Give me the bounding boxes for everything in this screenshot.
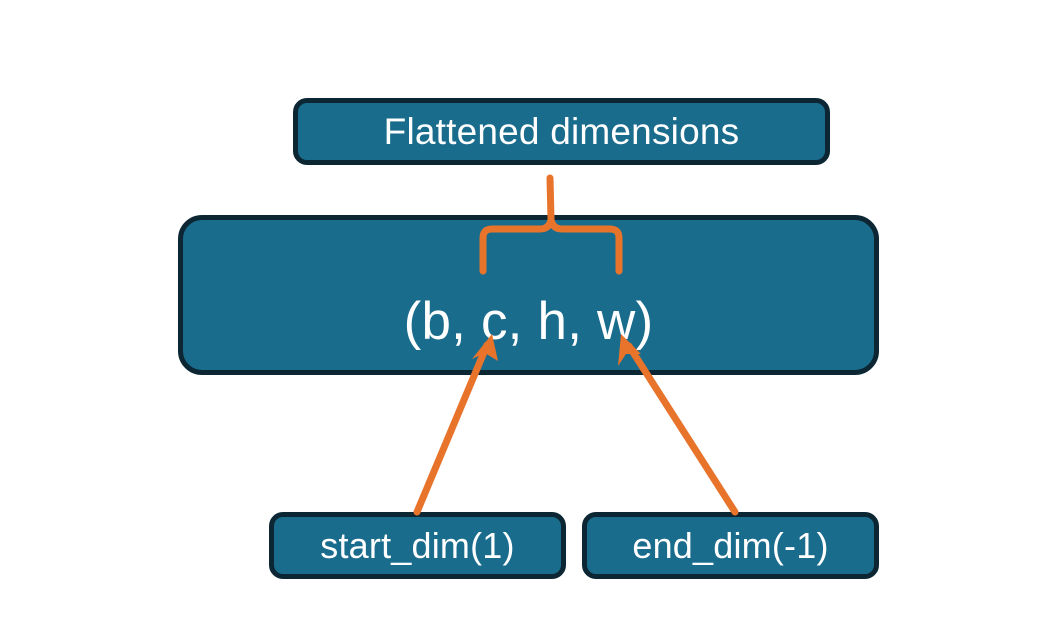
tensor-shape-box: (b, c, h, w) xyxy=(178,215,879,375)
flattened-dimensions-label: Flattened dimensions xyxy=(383,110,740,152)
flattened-dimensions-box: Flattened dimensions xyxy=(293,98,830,165)
tensor-shape-label: (b, c, h, w) xyxy=(403,291,654,351)
end-dim-label: end_dim(-1) xyxy=(632,524,829,566)
end-dim-box: end_dim(-1) xyxy=(582,512,879,579)
start-dim-label: start_dim(1) xyxy=(320,524,515,566)
start-dim-box: start_dim(1) xyxy=(269,512,566,579)
